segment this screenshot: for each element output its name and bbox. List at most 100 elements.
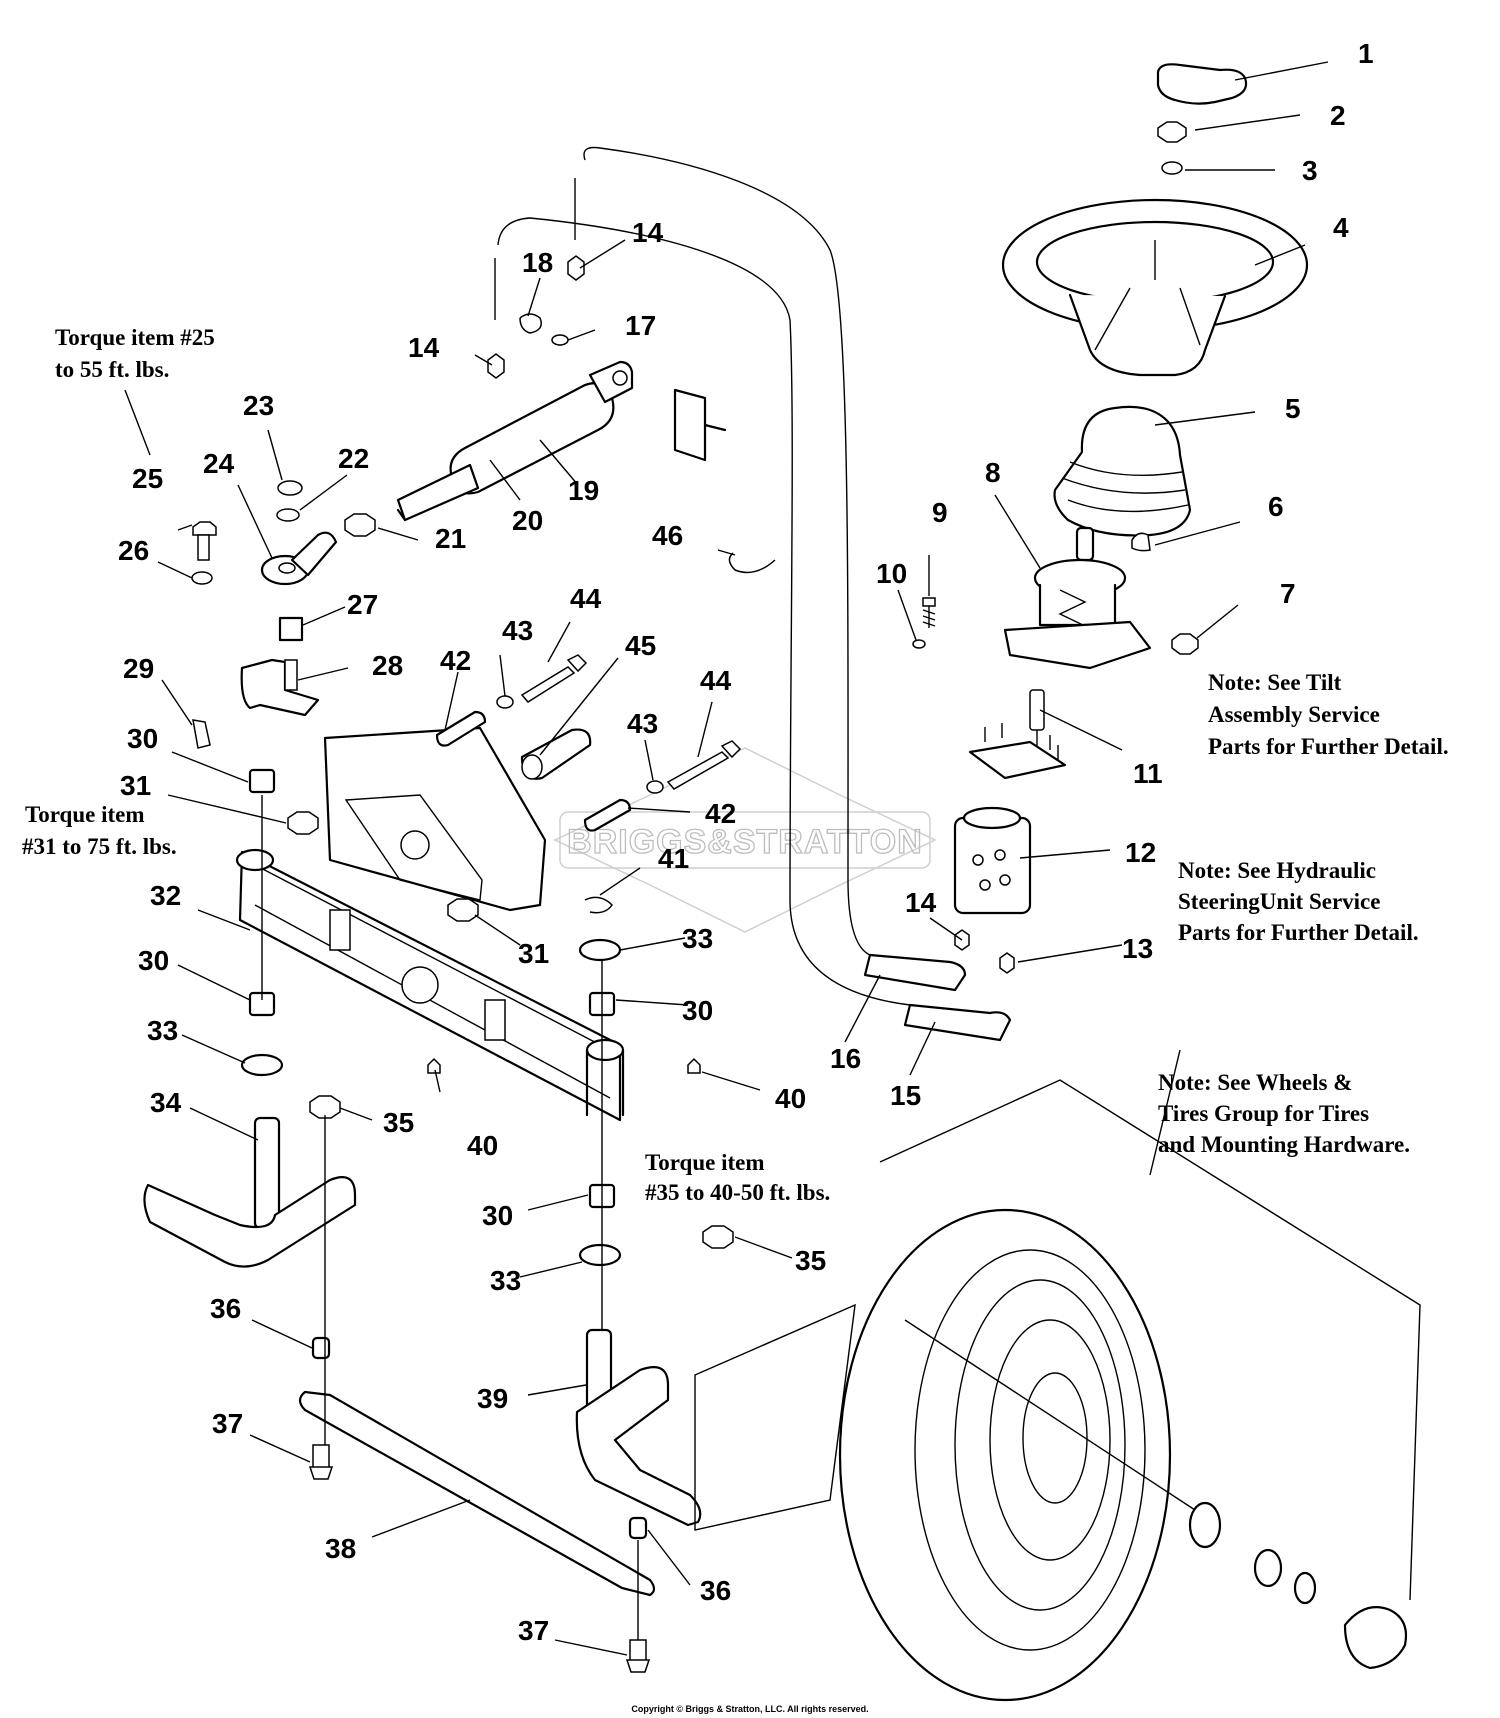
frame-bracket [323, 726, 547, 912]
svg-text:Note: See Wheels &: Note: See Wheels & [1158, 1070, 1352, 1095]
steering-nut [1157, 121, 1187, 143]
callout-24: 24 [203, 448, 235, 479]
nut-21 [344, 513, 376, 537]
parts [143, 63, 1408, 1702]
hose-ends [863, 953, 1012, 1042]
callout-9: 9 [932, 497, 948, 528]
steering-cap [1156, 63, 1248, 105]
ring-41 [584, 896, 613, 914]
tilt-assembly [1003, 526, 1152, 670]
spacer-30a [248, 768, 276, 794]
callout-12: 12 [1125, 837, 1156, 868]
torque-note-35: Torque item #35 to 40-50 ft. lbs. [645, 1150, 830, 1205]
svg-text:Torque item #25: Torque item #25 [55, 325, 215, 350]
callout-40: 40 [467, 1130, 498, 1161]
spindle-left [143, 1116, 357, 1268]
callout-15: 15 [890, 1080, 921, 1111]
svg-text:Parts for Further Detail.: Parts for Further Detail. [1208, 734, 1449, 759]
callout-33: 33 [490, 1265, 521, 1296]
svg-text:#31 to 75 ft. lbs.: #31 to 75 ft. lbs. [22, 834, 177, 859]
grease-fitting-40a [427, 1057, 441, 1074]
grease-fitting-40b [687, 1057, 701, 1074]
svg-text:to 55 ft. lbs.: to 55 ft. lbs. [55, 357, 169, 382]
washer-33a [578, 938, 622, 962]
callout-14: 14 [632, 217, 664, 248]
column-boot [1053, 405, 1192, 537]
callout-8: 8 [985, 457, 1001, 488]
callout-35: 35 [795, 1245, 826, 1276]
callout-36: 36 [700, 1575, 731, 1606]
callout-2: 2 [1330, 100, 1346, 131]
callout-14: 14 [408, 332, 440, 363]
torque-note-31: Torque item #31 to 75 ft. lbs. [22, 802, 177, 859]
svg-text:#35 to 40-50 ft. lbs.: #35 to 40-50 ft. lbs. [645, 1180, 830, 1205]
steering-wheel [1001, 198, 1309, 377]
callout-33: 33 [147, 1015, 178, 1046]
callout-30: 30 [127, 723, 158, 754]
hydraulic-steering-note: Note: See Hydraulic SteeringUnit Service… [1178, 858, 1419, 945]
washer-43b [646, 780, 664, 794]
spacer-27 [278, 616, 304, 642]
callout-28: 28 [372, 650, 403, 681]
washer-22 [276, 508, 300, 522]
bushing-36b [628, 1516, 648, 1540]
svg-text:BRIGGS&STRATTON: BRIGGS&STRATTON [567, 823, 923, 861]
callout-40: 40 [775, 1083, 806, 1114]
callout-22: 22 [338, 443, 369, 474]
callout-46: 46 [652, 520, 683, 551]
front-axle [235, 848, 625, 1122]
nut-31b [447, 898, 479, 922]
steering-washer [1161, 161, 1183, 175]
washer-17 [551, 334, 569, 346]
callout-26: 26 [118, 535, 149, 566]
callout-42: 42 [440, 645, 471, 676]
callout-3: 3 [1302, 155, 1318, 186]
wheels-tires-note: Note: See Wheels & Tires Group for Tires… [1158, 1070, 1410, 1157]
callout-41: 41 [658, 843, 689, 874]
callout-16: 16 [830, 1043, 861, 1074]
torque-note-25: Torque item #25 to 55 ft. lbs. [55, 325, 215, 382]
washer-43a [496, 695, 514, 709]
callout-42: 42 [705, 798, 736, 829]
callout-4: 4 [1333, 212, 1349, 243]
bolt-37b [625, 1639, 651, 1673]
callout-30: 30 [482, 1200, 513, 1231]
callout-34: 34 [150, 1087, 182, 1118]
bolt-25 [191, 521, 217, 585]
callout-38: 38 [325, 1533, 356, 1564]
nut-35b [702, 1225, 734, 1249]
bolt-44a [520, 654, 588, 703]
wheel-tire [838, 1208, 1172, 1702]
hub-cap [1343, 1606, 1408, 1670]
svg-text:Parts for Further Detail.: Parts for Further Detail. [1178, 920, 1419, 945]
hydraulic-cylinder [396, 360, 634, 522]
callout-14: 14 [905, 887, 937, 918]
hydraulic-hose-lines [494, 146, 911, 1006]
washer-33c [578, 1243, 622, 1267]
callout-19: 19 [568, 475, 599, 506]
clip-46 [728, 552, 776, 574]
callout-25: 25 [132, 463, 163, 494]
svg-text:Assembly Service: Assembly Service [1208, 702, 1380, 727]
bolt-37a [308, 1444, 334, 1480]
callout-30: 30 [138, 945, 169, 976]
svg-text:Note: See Hydraulic: Note: See Hydraulic [1178, 858, 1376, 883]
callout-10: 10 [876, 558, 907, 589]
clip [1131, 532, 1151, 552]
leader-lines [124, 61, 1421, 1656]
washer-33b [240, 1053, 284, 1077]
callout-17: 17 [625, 310, 656, 341]
tie-rod [298, 1390, 656, 1597]
wheel-washer-a [1188, 1501, 1222, 1549]
tilt-assembly-note: Note: See Tilt Assembly Service Parts fo… [1208, 670, 1449, 759]
callout-5: 5 [1285, 393, 1301, 424]
callout-39: 39 [477, 1383, 508, 1414]
bushing-36a [311, 1336, 331, 1360]
pin-42b [583, 798, 632, 832]
callout-numbers: 1 2 3 4 5 6 7 8 9 10 11 12 13 14 14 14 1… [118, 38, 1374, 1646]
callout-31: 31 [120, 770, 151, 801]
callout-37: 37 [212, 1408, 243, 1439]
svg-text:Torque item: Torque item [645, 1150, 764, 1175]
wheel-washer-c [1293, 1571, 1317, 1605]
cylinder-bracket [673, 388, 707, 462]
